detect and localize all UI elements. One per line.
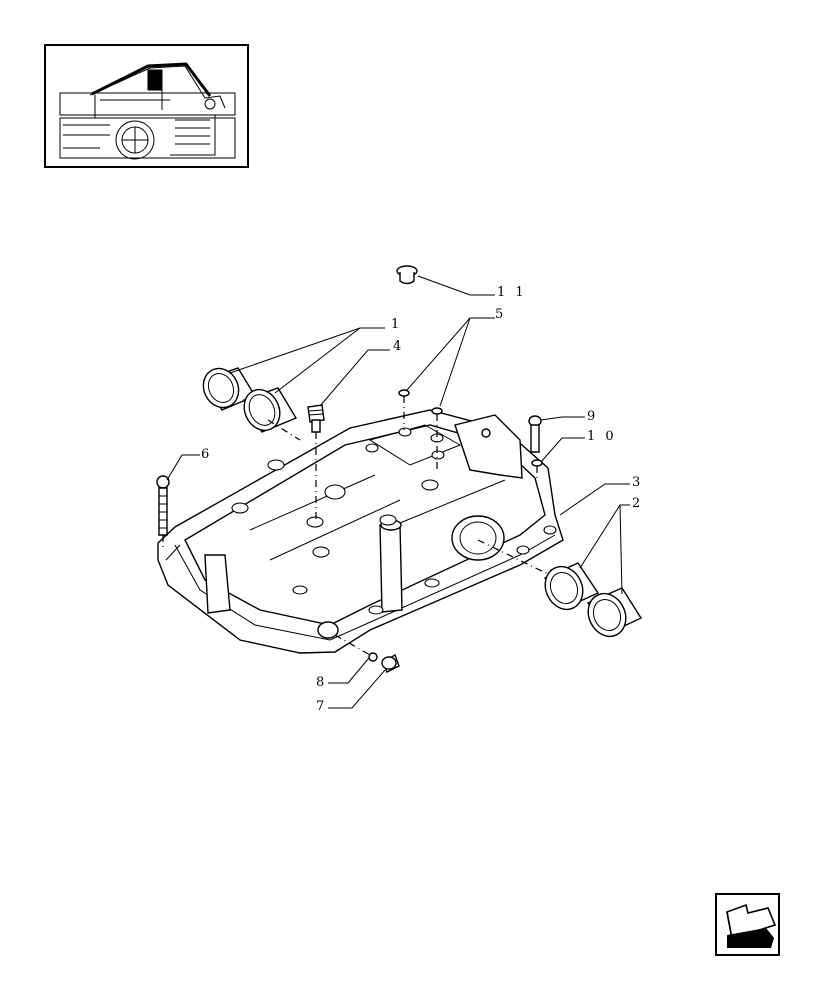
fitting-4	[307, 404, 325, 433]
callout-11: 1 1	[497, 285, 527, 300]
bolt-9	[528, 415, 542, 453]
tractor-overview-thumbnail[interactable]	[44, 44, 249, 168]
callout-4: 4	[393, 339, 404, 354]
callout-10: 1 0	[587, 429, 617, 444]
assembly-lines	[162, 396, 551, 656]
seal-8	[368, 652, 378, 662]
callout-2: 2	[632, 496, 643, 511]
o-ring-5b	[431, 407, 443, 415]
callout-7: 7	[316, 699, 327, 714]
callout-9: 9	[587, 409, 598, 424]
bolt-6	[156, 475, 170, 536]
callout-6: 6	[201, 447, 212, 462]
callout-labels: 1 1 5 1 4 9 1 0 6 3 2 8 7	[201, 285, 643, 714]
callout-3: 3	[632, 475, 643, 490]
callout-1: 1	[391, 317, 402, 332]
bushing-1b	[242, 387, 298, 433]
leader-lines	[166, 275, 630, 709]
lift-cover-housing	[157, 409, 564, 654]
back-arrow-icon[interactable]	[715, 893, 780, 956]
callout-5: 5	[495, 307, 506, 322]
callout-8: 8	[316, 675, 327, 690]
washer-10	[531, 459, 543, 467]
plug-11	[396, 265, 418, 285]
bushing-2b	[586, 587, 643, 638]
bushing-1a	[202, 367, 257, 411]
plug-7	[381, 653, 400, 673]
o-ring-5a	[398, 389, 410, 397]
bushing-2a	[543, 562, 600, 611]
